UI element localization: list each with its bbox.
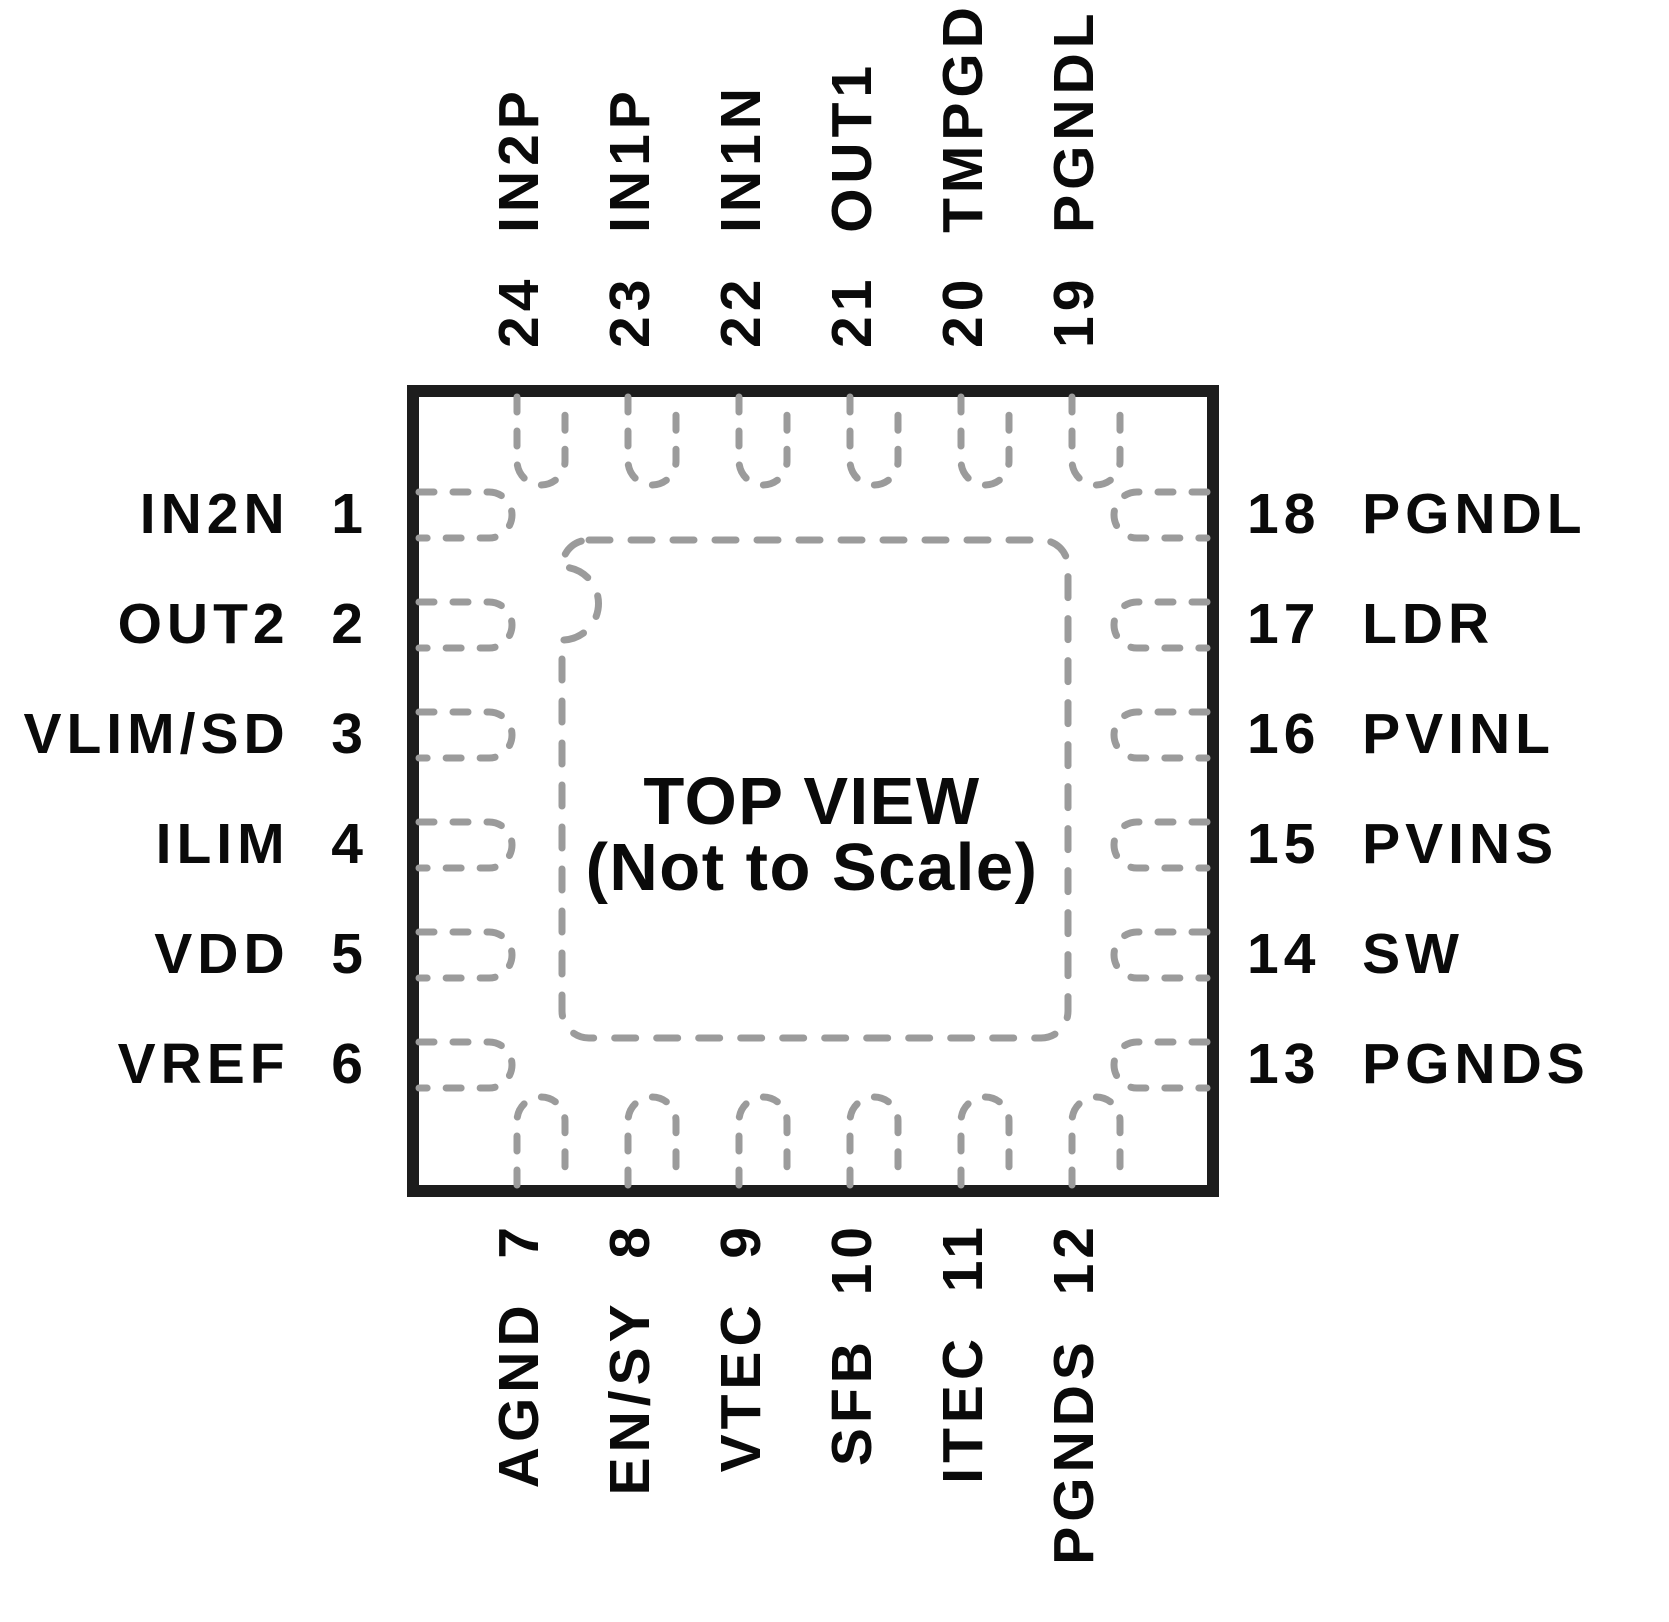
- package-outline: [407, 385, 1219, 1197]
- pin-24-label: 24 IN2P: [487, 86, 551, 348]
- top-view-title: TOP VIEW: [643, 764, 981, 839]
- pin-14-label: 14 SW: [1247, 922, 1464, 986]
- exposed-pad-outline: [558, 536, 1072, 1042]
- pin-11-pad: [957, 1093, 1013, 1189]
- pin-5-pad: [415, 928, 516, 982]
- pin-12-label: PGNDS 12: [1042, 1222, 1106, 1565]
- pin-17-label: 17 LDR: [1247, 592, 1495, 656]
- pin-10-pad: [846, 1093, 902, 1189]
- pin-20-pad: [957, 393, 1013, 489]
- pin-21-pad: [846, 393, 902, 489]
- pin-13-pad: [1110, 1038, 1211, 1092]
- pin-9-pad: [735, 1093, 791, 1189]
- pin-11-label: ITEC 11: [931, 1222, 995, 1484]
- pin-10-label: SFB 10: [820, 1222, 884, 1467]
- pin-6-pad: [415, 1038, 516, 1092]
- pin-3-label: VLIM/SD 3: [23, 702, 368, 766]
- pin-15-label: 15 PVINS: [1247, 812, 1559, 876]
- pin-8-pad: [624, 1093, 680, 1189]
- pin-2-label: OUT2 2: [117, 592, 368, 656]
- pin-16-pad: [1110, 708, 1211, 762]
- pin-14-pad: [1110, 928, 1211, 982]
- pin-6-label: VREF 6: [117, 1032, 368, 1096]
- pin-19-pad: [1068, 393, 1124, 489]
- pin-5-label: VDD 5: [154, 922, 368, 986]
- pin-1-pad: [415, 488, 516, 542]
- center-label: TOP VIEW (Not to Scale): [562, 764, 1062, 905]
- pin-9-label: VTEC 9: [709, 1222, 773, 1473]
- pin-22-pad: [735, 393, 791, 489]
- pin-20-label: 20 TMPGD: [931, 2, 995, 348]
- pin-23-label: 23 IN1P: [598, 86, 662, 348]
- pin-16-label: 16 PVINL: [1247, 702, 1555, 766]
- pin-pads: [415, 393, 1211, 1189]
- pin-3-pad: [415, 708, 516, 762]
- pin-12-pad: [1068, 1093, 1124, 1189]
- pin-15-pad: [1110, 818, 1211, 872]
- pin-4-pad: [415, 818, 516, 872]
- pin-2-pad: [415, 598, 516, 652]
- pin-22-label: 22 IN1N: [709, 83, 773, 348]
- pin-24-pad: [513, 393, 569, 489]
- pin-7-label: AGND 7: [487, 1222, 551, 1489]
- ic-package-pinout-diagram: IN2N 1 OUT2 2 VLIM/SD 3 ILIM 4 VDD 5 VRE…: [23, 2, 1590, 1565]
- not-to-scale-subtitle: (Not to Scale): [585, 830, 1039, 905]
- pin-7-pad: [513, 1093, 569, 1189]
- pin-8-label: EN/SY 8: [598, 1222, 662, 1496]
- pin-13-label: 13 PGNDS: [1247, 1032, 1590, 1096]
- pin-18-pad: [1110, 488, 1211, 542]
- pin-23-pad: [624, 393, 680, 489]
- pin-17-pad: [1110, 598, 1211, 652]
- pin-4-label: ILIM 4: [155, 812, 368, 876]
- pin-21-label: 21 OUT1: [820, 60, 884, 348]
- pin-19-label: 19 PGNDL: [1042, 8, 1106, 348]
- pin-1-label: IN2N 1: [139, 482, 368, 546]
- package-graphic: [407, 385, 1219, 1197]
- pin-18-label: 18 PGNDL: [1247, 482, 1587, 546]
